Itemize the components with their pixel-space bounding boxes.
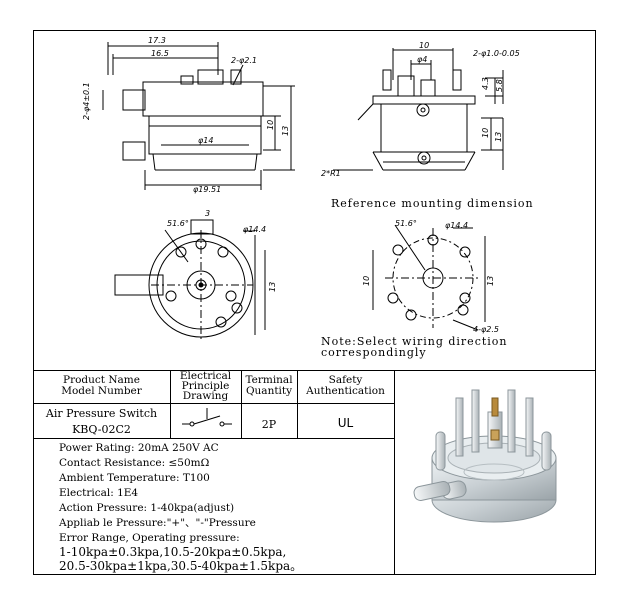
dim-16-5: 16.5: [151, 49, 169, 58]
spec-electrical: Electrical: 1E4: [59, 487, 139, 499]
dim-d4-right: φ4: [417, 55, 427, 64]
terminal-quantity: 2P: [261, 418, 277, 431]
side-view-right-labels: 10 φ4 2-φ1.0-0.05 4.3 5.8 10 13 2*R1: [321, 41, 520, 178]
header-product-line1: Product Name: [63, 374, 140, 386]
spec-contact-resistance: Contact Resistance: ≤50mΩ: [59, 457, 210, 469]
mnt-10: 10: [362, 276, 371, 286]
spec-error-range-title: Error Range, Operating pressure:: [59, 532, 240, 544]
note-caption-line2: correspondingly: [321, 346, 427, 359]
spec-error-range-line1: 1-10kpa±0.3kpa,10.5-20kpa±0.5kpa,: [59, 545, 287, 559]
header-terminal-line1: Terminal: [245, 374, 293, 386]
col-divider-2: [241, 370, 242, 438]
mounting-labels: 51.6° φ14.4 10 13 4-φ2.5: [362, 219, 499, 334]
header-safety-line2: Authentication: [306, 385, 385, 397]
header-product-line2: Model Number: [61, 385, 142, 397]
header-terminal-line2: Quantity: [245, 385, 293, 397]
model-number: KBQ-02C2: [72, 423, 131, 436]
technical-drawings: 17.3 16.5 2-φ2.1 2-φ4±0.1 φ14 φ19.51 10 …: [82, 36, 520, 342]
col-divider-photo: [394, 370, 395, 575]
top-view-drawing: [114, 219, 266, 342]
mnt-13: 13: [486, 276, 495, 286]
product-photo: [413, 389, 557, 523]
header-safety-line1: Safety: [328, 374, 363, 386]
spec-ambient-temperature: Ambient Temperature: T100: [59, 472, 210, 484]
dim-3: 3: [205, 209, 210, 218]
dim-d14: φ14: [198, 136, 213, 145]
dim-2-d1: 2-φ1.0-0.05: [473, 49, 520, 58]
spec-error-range-line2: 20.5-30kpa±1kpa,30.5-40kpa±1.5kpa。: [59, 559, 303, 573]
product-name: Air Pressure Switch: [45, 407, 158, 420]
dim-13-top: 13: [268, 282, 277, 292]
header-electrical-line3: Drawing: [182, 390, 229, 402]
dim-10-right: 10: [419, 41, 429, 50]
side-view-labels: 17.3 16.5 2-φ2.1 2-φ4±0.1 φ14 φ19.51 10 …: [82, 36, 290, 194]
mounting-pattern-drawing: [372, 224, 486, 331]
dim-4-3: 4.3: [481, 77, 490, 90]
mnt-d14-4: φ14.4: [445, 221, 468, 230]
dim-2-r1: 2*R1: [321, 169, 341, 178]
dim-5-8: 5.8: [495, 79, 504, 92]
mnt-4-d2-5: 4-φ2.5: [473, 325, 499, 334]
dim-d19-51: φ19.51: [193, 185, 221, 194]
col-divider-1: [170, 370, 171, 438]
safety-value: UL: [337, 416, 354, 430]
side-view-drawing: [102, 42, 295, 190]
header-electrical: Electrical Principle Drawing: [170, 370, 241, 402]
dim-51-6: 51.6°: [167, 219, 189, 228]
side-view-right-drawing: [333, 48, 504, 171]
header-electrical-line2: Principle: [181, 380, 230, 392]
spec-action-pressure: Action Pressure: 1-40kpa(adjust): [59, 502, 235, 514]
dim-17-3: 17.3: [148, 36, 166, 45]
spec-power-rating: Power Rating: 20mA 250V AC: [59, 442, 219, 454]
reference-mounting-caption: Reference mounting dimension: [331, 197, 534, 210]
header-electrical-line1: Electrical: [179, 370, 232, 382]
header-product: Product Name Model Number: [33, 375, 170, 397]
table-top-border: [33, 370, 596, 371]
switch-symbol-icon: [182, 408, 232, 427]
top-view-labels: 3 51.6° φ14.4 13: [167, 209, 277, 292]
drawing-sheet: [33, 30, 596, 575]
table-header-border: [33, 403, 394, 404]
mnt-51-6: 51.6°: [395, 219, 417, 228]
dim-d14-4: φ14.4: [243, 225, 266, 234]
dim-10: 10: [266, 120, 275, 130]
spec-applicable-pressure: Appliab le Pressure:"+"、"-"Pressure: [59, 517, 256, 529]
specs-block: Power Rating: 20mA 250V AC Contact Resis…: [33, 440, 394, 575]
table-row-border: [33, 438, 394, 439]
dim-2-d2-1: 2-φ2.1: [231, 56, 257, 65]
col-divider-3: [297, 370, 298, 438]
header-terminal: Terminal Quantity: [241, 375, 297, 397]
note-caption-line1: Note:Select wiring direction: [321, 335, 508, 348]
dim-10-right-v: 10: [481, 128, 490, 138]
dim-13-right: 13: [494, 132, 503, 142]
dim-13: 13: [281, 126, 290, 136]
header-safety: Safety Authentication: [297, 375, 394, 397]
dim-2-d4: 2-φ4±0.1: [82, 82, 91, 120]
